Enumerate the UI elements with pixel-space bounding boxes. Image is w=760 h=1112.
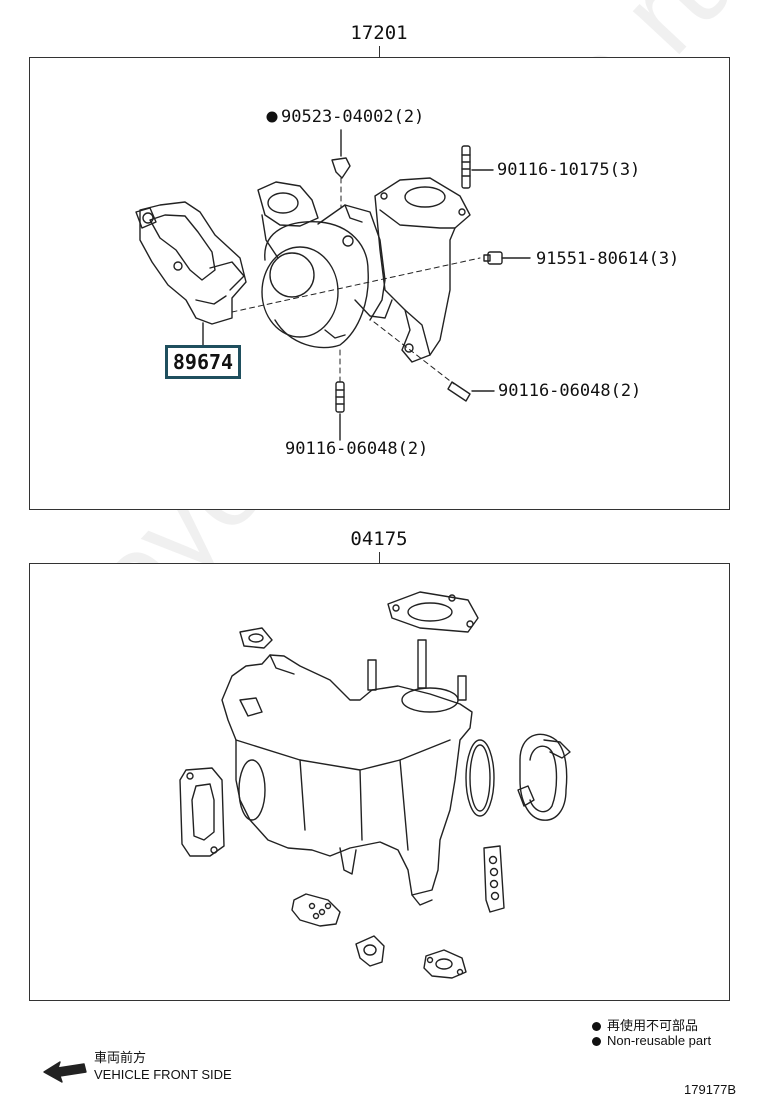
front-label-jp: 車両前方 — [94, 1050, 147, 1065]
part-label-clip: 90523-04002(2) — [281, 107, 425, 127]
panel-gasket-kit — [29, 563, 730, 1001]
part-label-stud-top: 90116-10175(3) — [497, 160, 641, 180]
stud-top — [461, 145, 471, 189]
legend-jp: 再使用不可部品 — [592, 1015, 698, 1034]
stud-lower-right — [447, 381, 471, 402]
group-leader-bottom — [379, 552, 380, 563]
flange-gasket-left — [179, 767, 225, 857]
group-label-top: 17201 — [350, 22, 408, 44]
non-reusable-dot-part — [266, 111, 278, 123]
diagram-id: 179177B — [684, 1082, 737, 1097]
multi-hole-gasket — [483, 845, 505, 913]
legend-en: Non-reusable part — [592, 1033, 711, 1048]
small-oval-gasket — [423, 949, 467, 979]
clip-part — [331, 157, 351, 179]
part-label-stud-lower-right: 90116-06048(2) — [498, 381, 642, 401]
turbo-housing — [257, 181, 393, 349]
triangular-gasket — [387, 591, 479, 633]
bullet-icon — [592, 1037, 601, 1047]
group-leader-top — [379, 46, 380, 57]
highlighted-part-number[interactable]: 89674 — [165, 345, 241, 379]
v-band-clamp — [517, 733, 571, 821]
actuator-bracket — [135, 201, 247, 325]
elbow-fitting — [355, 935, 385, 967]
group-label-bottom: 04175 — [350, 528, 408, 550]
front-arrow-icon — [43, 1061, 87, 1083]
part-label-stud-lower: 90116-06048(2) — [285, 439, 429, 459]
small-square-gasket — [239, 627, 273, 649]
oval-gasket-3hole — [291, 893, 341, 927]
bullet-icon — [592, 1022, 601, 1032]
assembly-outline — [221, 639, 473, 906]
front-label-en: VEHICLE FRONT SIDE — [94, 1067, 232, 1082]
part-label-bolt: 91551-80614(3) — [536, 249, 680, 269]
stud-lower — [335, 381, 345, 413]
exhaust-elbow — [374, 177, 471, 363]
o-ring — [465, 739, 495, 817]
bolt-part — [483, 251, 531, 265]
panel-turbo-assembly — [29, 57, 730, 510]
